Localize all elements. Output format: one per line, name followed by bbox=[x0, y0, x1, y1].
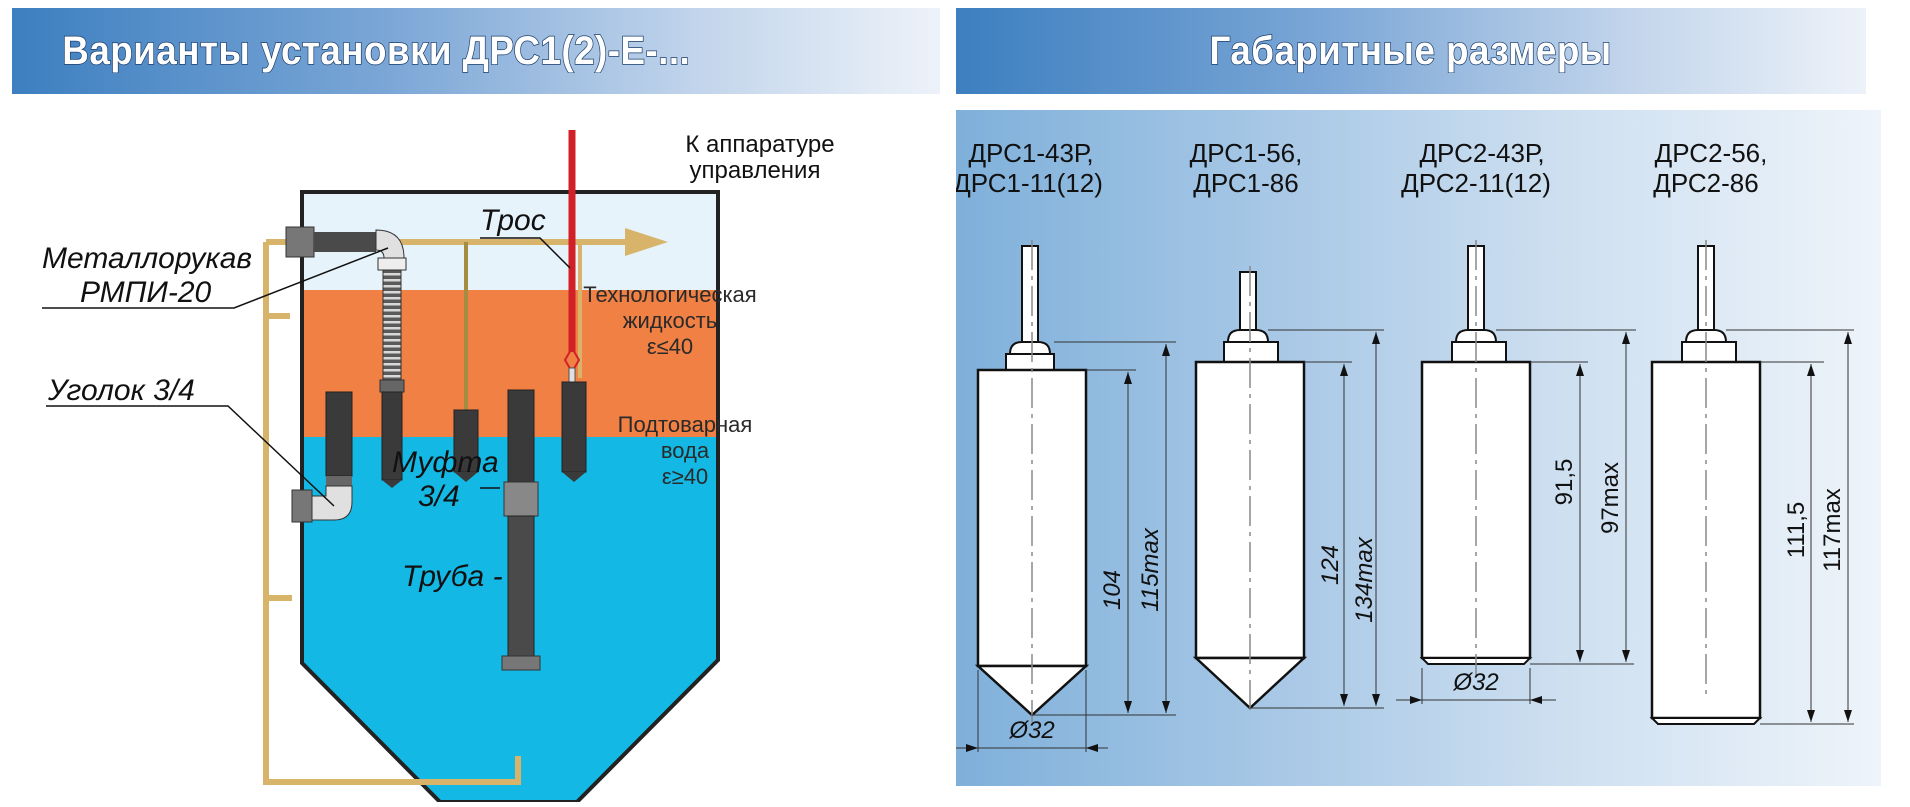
model-drs1-43r: ДРС1-43Р, ДРС1-11(12) 104 115max Ø32 bbox=[953, 138, 1176, 752]
dimensions-title: Габаритные размеры bbox=[1209, 28, 1613, 74]
installation-diagram: К аппаратуре управления Трос Металлорука… bbox=[0, 110, 940, 804]
pipe-label: Труба - bbox=[402, 560, 503, 593]
model-4-dim-max: 117max bbox=[1819, 488, 1846, 572]
water-label-3: ε≥40 bbox=[662, 464, 708, 489]
model-3-name-2: ДРС2-11(12) bbox=[1401, 168, 1551, 198]
coupling-label-1: Муфта bbox=[392, 446, 499, 479]
model-1-name-1: ДРС1-43Р, bbox=[968, 138, 1093, 168]
cable-label: Трос bbox=[480, 204, 546, 237]
model-1-diameter: Ø32 bbox=[1008, 717, 1054, 744]
model-3-name-1: ДРС2-43Р, bbox=[1419, 138, 1544, 168]
metal-hose-assembly bbox=[285, 226, 407, 488]
model-1-name-2: ДРС1-11(12) bbox=[956, 168, 1103, 198]
model-3-dim-max: 97max bbox=[1597, 462, 1624, 534]
model-2-dim-max: 134max bbox=[1351, 536, 1378, 622]
model-1-dim-max: 115max bbox=[1137, 527, 1164, 612]
model-2-name-2: ДРС1-86 bbox=[1193, 168, 1298, 198]
model-2-name-1: ДРС1-56, bbox=[1190, 138, 1303, 168]
control-label-2: управления bbox=[690, 157, 821, 184]
process-liquid-label-3: ε≤40 bbox=[647, 334, 693, 359]
water-label-2: вода bbox=[661, 438, 710, 463]
model-2-dim-body: 124 bbox=[1317, 545, 1344, 585]
dimensions-banner: Габаритные размеры bbox=[956, 8, 1866, 94]
model-3-dim-body: 91,5 bbox=[1551, 459, 1578, 506]
control-label-1: К аппаратуре bbox=[685, 131, 834, 158]
arrow-to-control-icon bbox=[625, 228, 668, 256]
coupling-label-2: 3/4 bbox=[418, 480, 460, 513]
metal-hose-label-2: РМПИ-20 bbox=[80, 276, 212, 309]
model-drs2-43r: ДРС2-43Р, ДРС2-11(12) 91,5 97max Ø32 bbox=[1396, 138, 1636, 704]
dimensions-drawing: ДРС1-43Р, ДРС1-11(12) 104 115max Ø32 ДРС… bbox=[953, 110, 1881, 786]
process-liquid-label-1: Технологическая bbox=[583, 282, 756, 307]
model-4-name-2: ДРС2-86 bbox=[1653, 168, 1758, 198]
elbow-label: Уголок 3/4 bbox=[47, 374, 195, 407]
installation-variants-title: Варианты установки ДРС1(2)-Е-... bbox=[61, 28, 690, 74]
model-drs1-56: ДРС1-56, ДРС1-86 124 134max bbox=[1190, 138, 1384, 714]
water-label-1: Подтоварная bbox=[618, 412, 753, 437]
model-3-diameter: Ø32 bbox=[1452, 669, 1498, 696]
cable-sensor bbox=[561, 381, 587, 482]
model-drs2-56: ДРС2-56, ДРС2-86 111,5 117max bbox=[1649, 138, 1854, 725]
model-4-dim-body: 111,5 bbox=[1783, 502, 1810, 559]
elbow-sensor bbox=[291, 391, 353, 523]
installation-variants-banner: Варианты установки ДРС1(2)-Е-... bbox=[12, 8, 940, 94]
hanging-sensor bbox=[453, 409, 479, 482]
process-liquid-label-2: жидкость bbox=[623, 308, 718, 333]
model-4-name-1: ДРС2-56, bbox=[1655, 138, 1768, 168]
model-1-dim-body: 104 bbox=[1099, 570, 1126, 610]
pipe-sensor bbox=[501, 389, 541, 671]
metal-hose-label-1: Металлорукав bbox=[42, 242, 252, 275]
